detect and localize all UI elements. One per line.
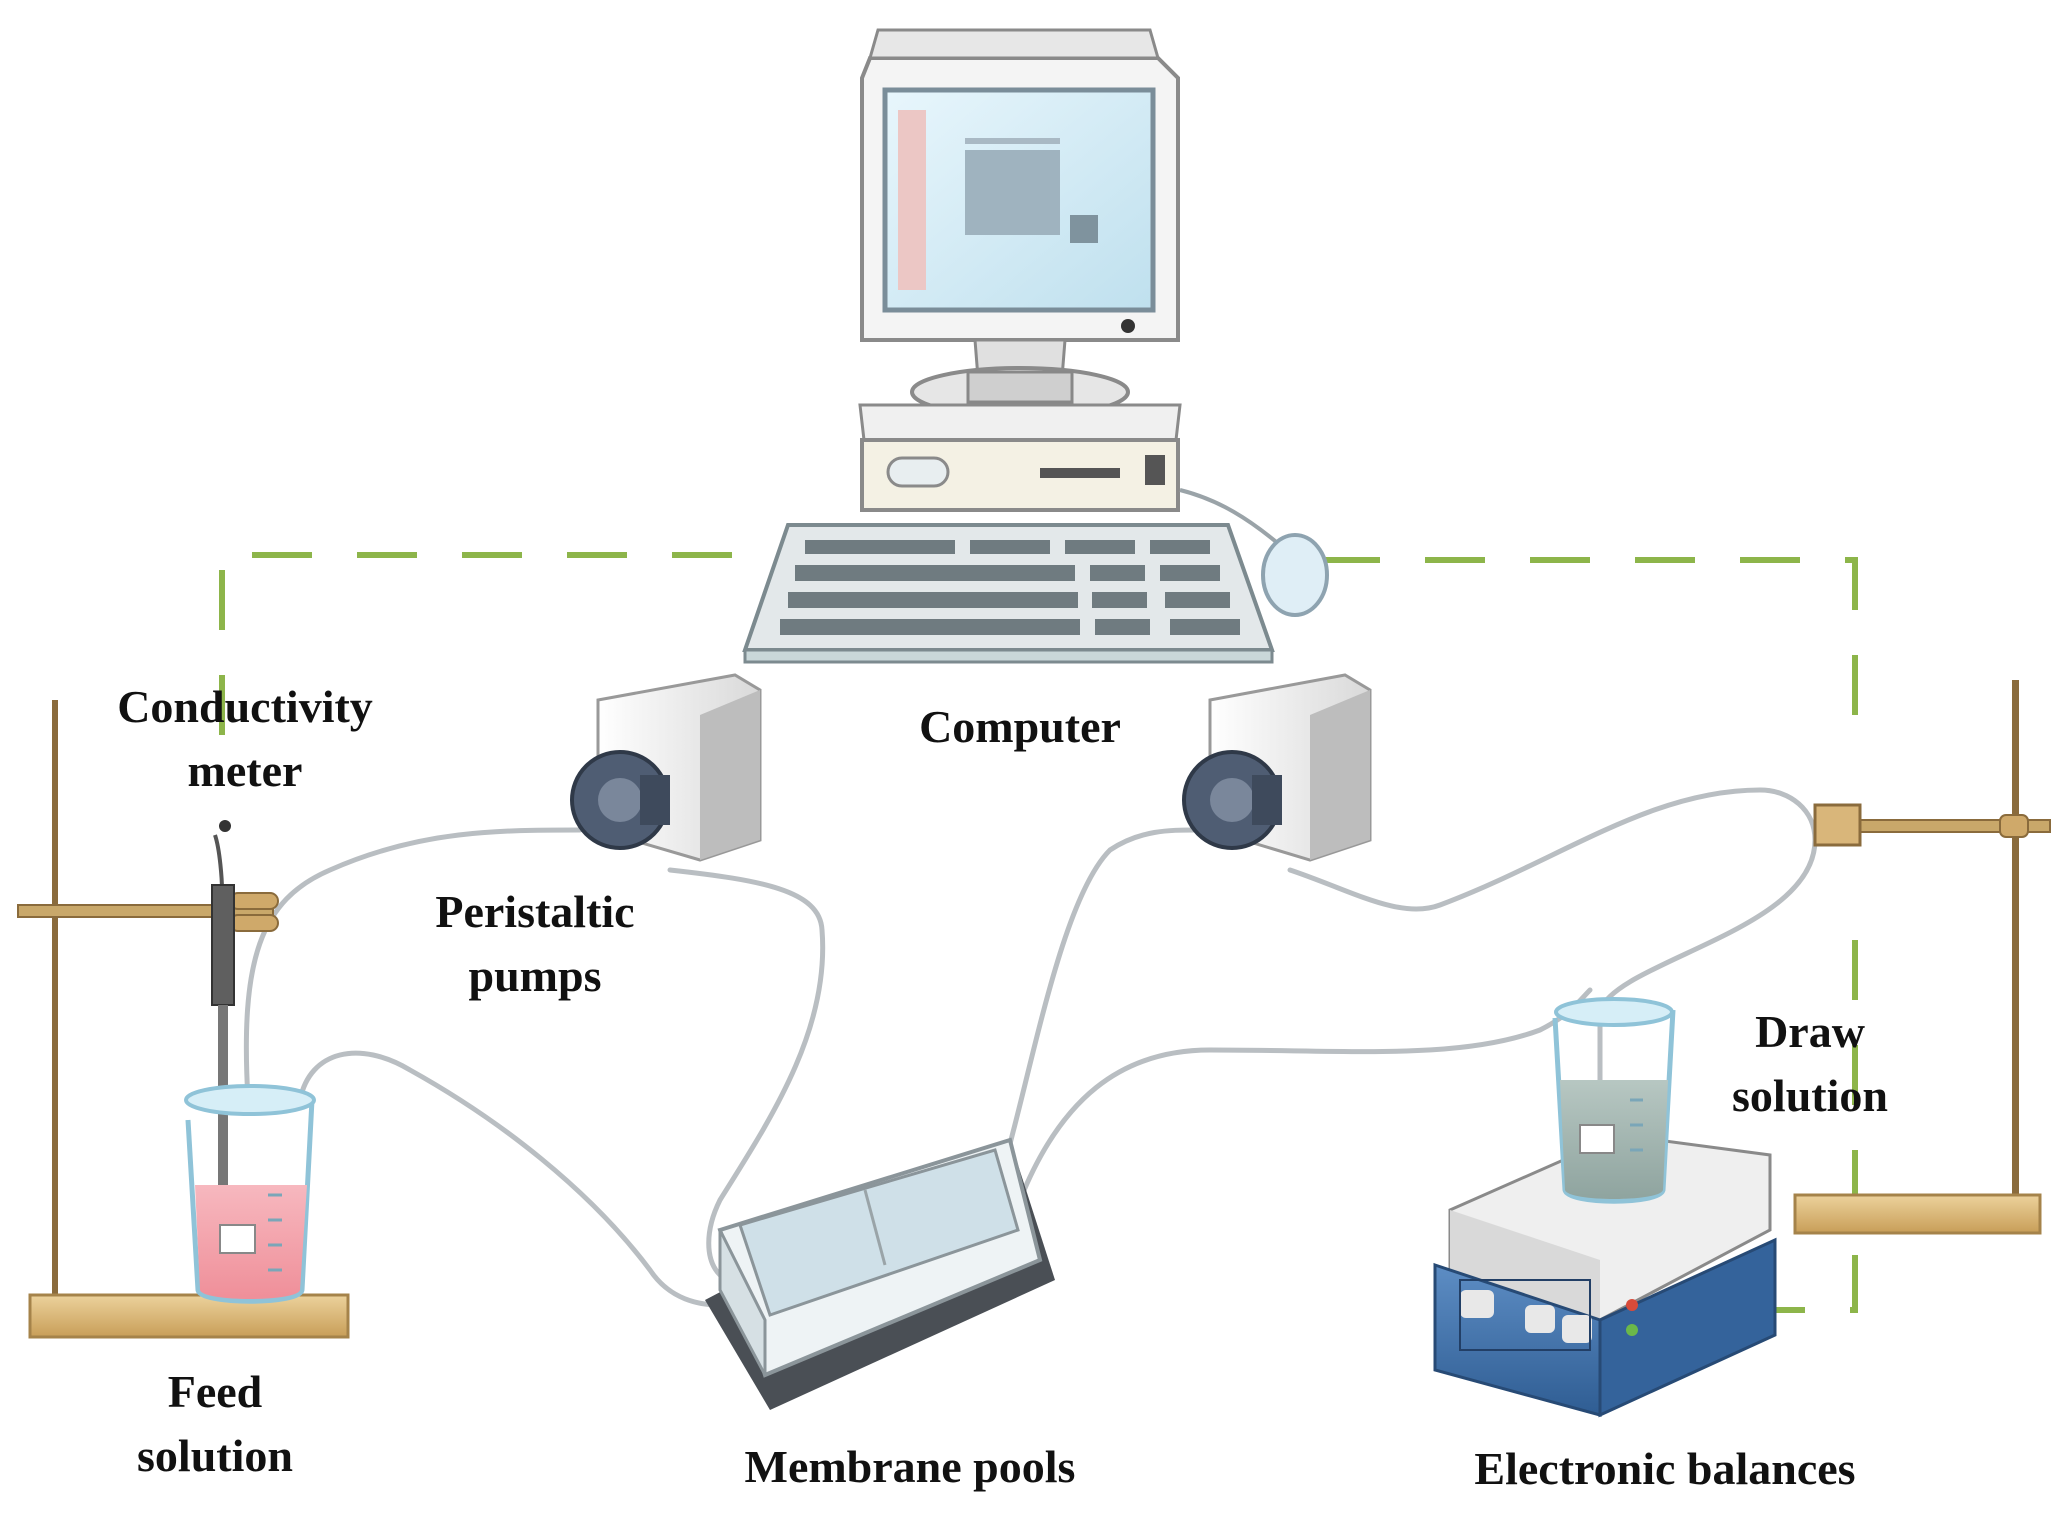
tube-feed-return [297, 1050, 723, 1308]
computer-case-icon [858, 403, 1182, 512]
tube-pump2-to-draw [1287, 787, 1818, 1113]
label-computer: Computer [900, 695, 1140, 759]
label-pumps-line1: Peristaltic [435, 886, 635, 937]
label-draw-line2: solution [1732, 1070, 1888, 1121]
tube-membrane-to-pump2 [997, 827, 1198, 1183]
pump-icon [1182, 673, 1372, 862]
tube-draw-to-membrane [1017, 987, 1593, 1203]
label-conductivity-meter: Conductivity meter [95, 675, 395, 803]
stand-icon [1793, 680, 2051, 1235]
tube-feed-to-pump [243, 827, 583, 1103]
label-pumps-line2: pumps [468, 950, 602, 1001]
membrane-cell-icon [705, 1137, 1055, 1410]
label-conductivity-line2: meter [187, 745, 303, 796]
label-computer-text: Computer [919, 701, 1121, 752]
beaker-icon [184, 1084, 316, 1304]
label-draw-line1: Draw [1755, 1006, 1865, 1057]
label-draw-solution: Draw solution [1700, 1000, 1920, 1128]
beaker-icon [1552, 997, 1676, 1204]
label-feed-line2: solution [137, 1430, 293, 1481]
probe-icon [211, 820, 235, 1215]
pump-icon [570, 673, 762, 862]
signal-lines [219, 552, 1858, 1313]
label-feed-solution: Feed solution [105, 1360, 325, 1488]
tube-pump-to-membrane [667, 867, 826, 1278]
tubing [243, 787, 1818, 1308]
signal-line-right [1320, 557, 1858, 740]
label-membrane-pools: Membrane pools [720, 1435, 1100, 1499]
signal-line-right-lower [1770, 940, 1858, 1313]
label-peristaltic-pumps: Peristaltic pumps [415, 880, 655, 1008]
computer-monitor-icon [860, 28, 1180, 418]
label-membrane-text: Membrane pools [744, 1441, 1076, 1492]
label-conductivity-line1: Conductivity [117, 681, 373, 732]
label-feed-line1: Feed [167, 1366, 263, 1417]
signal-line-left [219, 552, 770, 735]
label-electronic-balances: Electronic balances [1445, 1437, 1885, 1501]
keyboard-icon [742, 523, 1275, 664]
balance-icon [1433, 1133, 1777, 1418]
stand-icon [17, 700, 350, 1339]
label-balances-text: Electronic balances [1474, 1443, 1856, 1494]
mouse-icon [1179, 488, 1329, 617]
